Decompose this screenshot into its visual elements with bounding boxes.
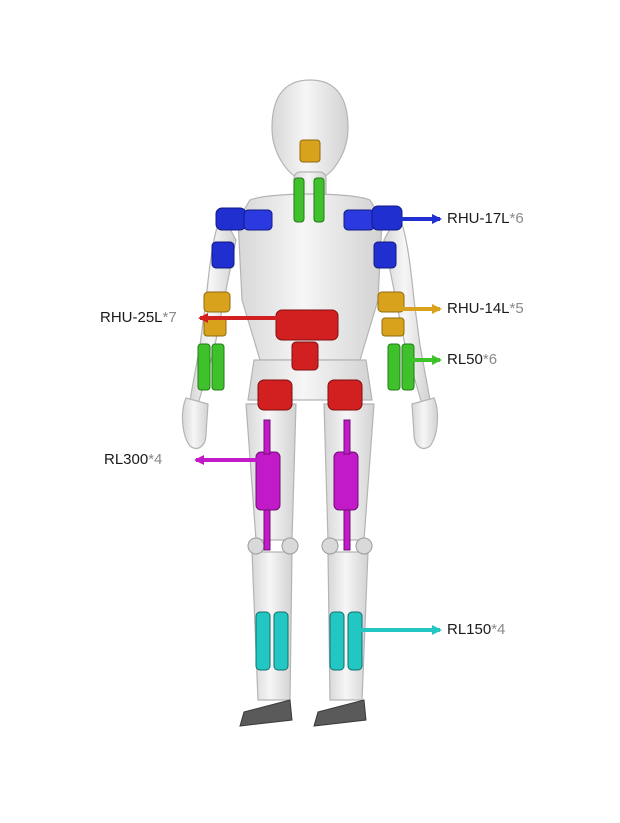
label-rhu25l: RHU-25L*7 xyxy=(100,309,177,327)
robot-foot-left xyxy=(239,699,293,727)
label-rhu25l-name: RHU-25L xyxy=(100,309,163,326)
label-rl150-name: RL150 xyxy=(447,621,492,638)
label-rl50-qty: *6 xyxy=(482,351,498,368)
label-rhu17l-name: RHU-17L xyxy=(447,210,510,227)
label-rl300: RL300*4 xyxy=(104,451,162,469)
actuator-rl50-neck xyxy=(293,177,325,223)
actuator-rl300-thighs xyxy=(255,419,359,551)
robot-hand-left xyxy=(181,397,209,449)
label-rhu17l-qty: *6 xyxy=(509,210,524,227)
knee-joints xyxy=(247,537,373,555)
robot-hand-right xyxy=(411,397,439,449)
robot-foot-right xyxy=(313,699,367,727)
robot-feet xyxy=(239,699,367,727)
label-rhu14l: RHU-14L*5 xyxy=(447,300,524,318)
actuator-rl150-shins xyxy=(255,611,363,671)
label-rl300-name: RL300 xyxy=(104,451,149,468)
actuator-rhu14l-neck xyxy=(299,139,321,163)
label-rl150: RL150*4 xyxy=(447,621,505,639)
label-rl150-qty: *4 xyxy=(491,621,506,638)
callout-arrows xyxy=(194,214,442,635)
label-rhu14l-qty: *5 xyxy=(509,300,524,317)
label-rl50-name: RL50 xyxy=(447,351,483,368)
actuator-rl50-forearms xyxy=(197,343,415,391)
label-rhu17l: RHU-17L*6 xyxy=(447,210,524,228)
actuator-rhu25l-waist-hips xyxy=(257,309,363,411)
label-rl300-qty: *4 xyxy=(148,451,163,468)
label-rhu14l-name: RHU-14L xyxy=(447,300,510,317)
label-rl50: RL50*6 xyxy=(447,351,497,369)
robot-head xyxy=(271,79,349,179)
label-rhu25l-qty: *7 xyxy=(162,309,177,326)
